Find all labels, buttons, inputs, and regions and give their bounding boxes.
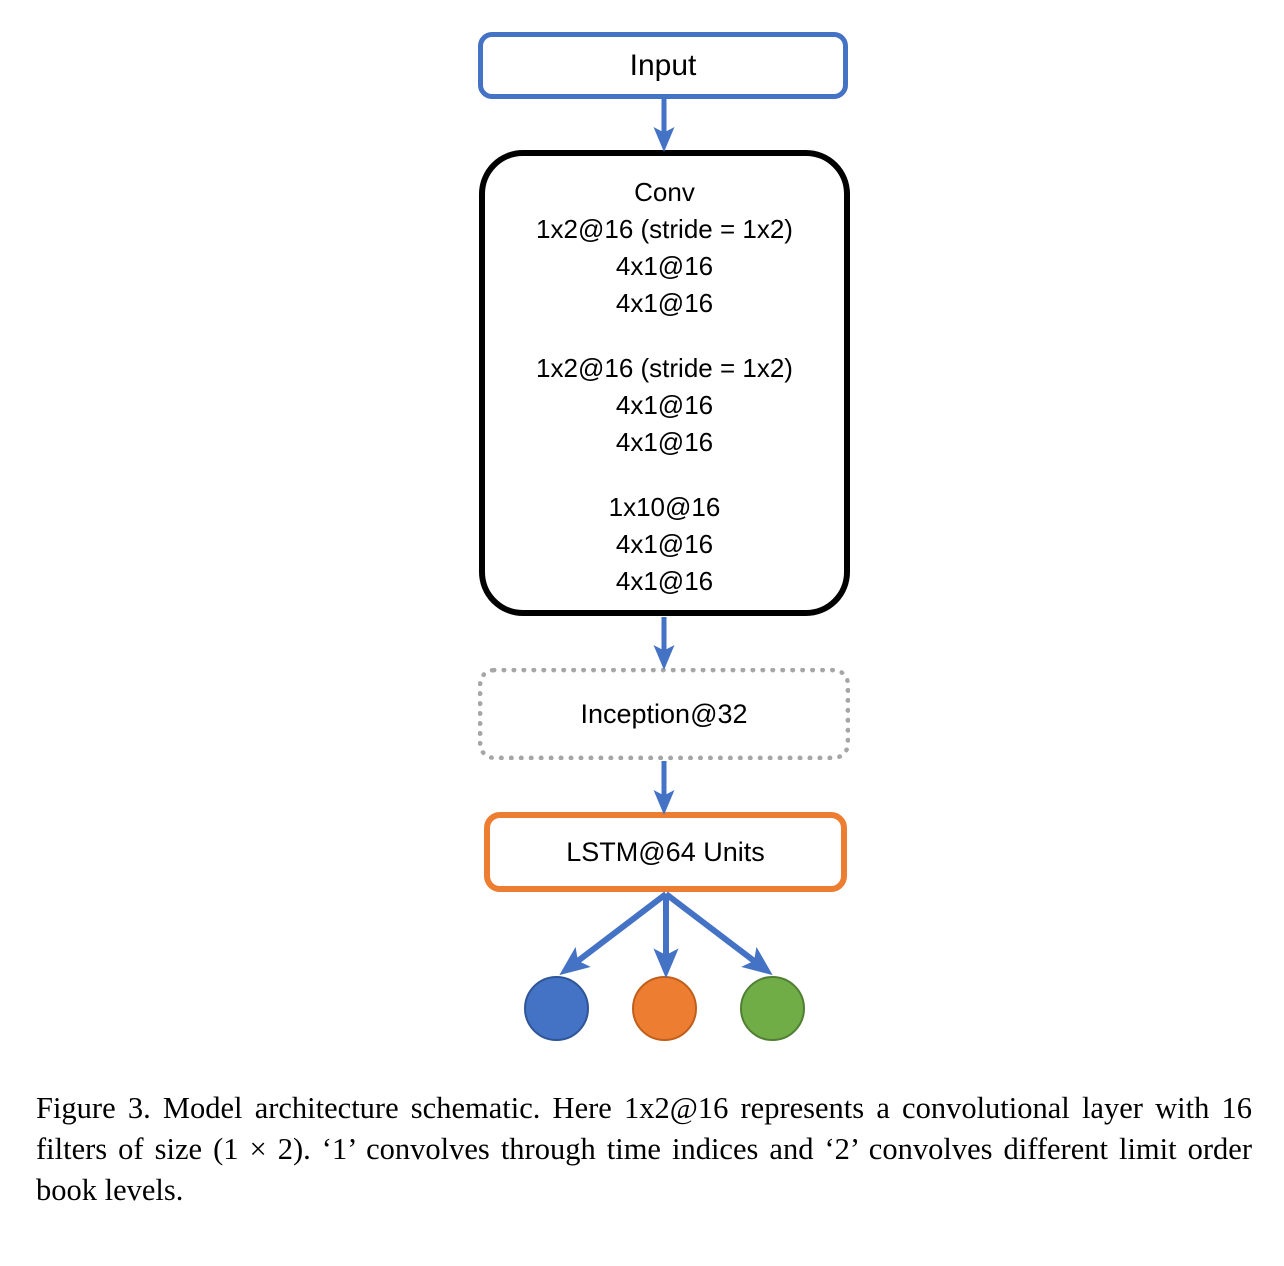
orange-output-node[interactable] xyxy=(632,976,697,1041)
figure-caption-label: Figure 3. xyxy=(36,1091,151,1125)
node-lstm[interactable]: LSTM@64 Units xyxy=(484,812,847,892)
conv-layer-line: 4x1@16 xyxy=(615,251,714,281)
conv-group-2: 1x2@16 (stride = 1x2) 4x1@16 4x1@16 xyxy=(536,350,793,461)
blue-output-node[interactable] xyxy=(524,976,589,1041)
conv-layer-line: 4x1@16 xyxy=(615,566,714,596)
figure-canvas: Input Conv 1x2@16 (stride = 1x2) 4x1@16 … xyxy=(478,32,850,1041)
node-conv-title: Conv xyxy=(634,177,695,207)
conv-group-3: 1x10@16 4x1@16 4x1@16 xyxy=(609,489,721,600)
conv-layer-line: 1x2@16 (stride = 1x2) xyxy=(536,353,793,383)
node-inception-label: Inception@32 xyxy=(580,698,748,729)
node-input-label: Input xyxy=(629,48,697,82)
conv-layer-line: 4x1@16 xyxy=(615,529,714,559)
node-inception[interactable]: Inception@32 xyxy=(478,668,850,760)
node-lstm-label: LSTM@64 Units xyxy=(566,836,765,867)
edge-lstm-to-output-0 xyxy=(559,891,668,976)
conv-layer-line: 1x10@16 xyxy=(608,492,721,522)
conv-layer-line: 1x2@16 (stride = 1x2) xyxy=(536,214,793,244)
conv-layer-line: 4x1@16 xyxy=(615,427,714,457)
edge-lstm-to-output-2 xyxy=(664,891,773,976)
conv-layer-line: 4x1@16 xyxy=(615,288,714,318)
conv-layer-line: 4x1@16 xyxy=(615,390,714,420)
node-input[interactable]: Input xyxy=(478,32,848,99)
figure-caption-text: Model architecture schematic. Here 1x2@1… xyxy=(36,1091,1252,1207)
node-conv[interactable]: Conv 1x2@16 (stride = 1x2) 4x1@16 4x1@16… xyxy=(479,150,850,616)
green-output-node[interactable] xyxy=(740,976,805,1041)
figure-caption: Figure 3. Model architecture schematic. … xyxy=(36,1088,1252,1211)
conv-group-1: 1x2@16 (stride = 1x2) 4x1@16 4x1@16 xyxy=(536,211,793,322)
